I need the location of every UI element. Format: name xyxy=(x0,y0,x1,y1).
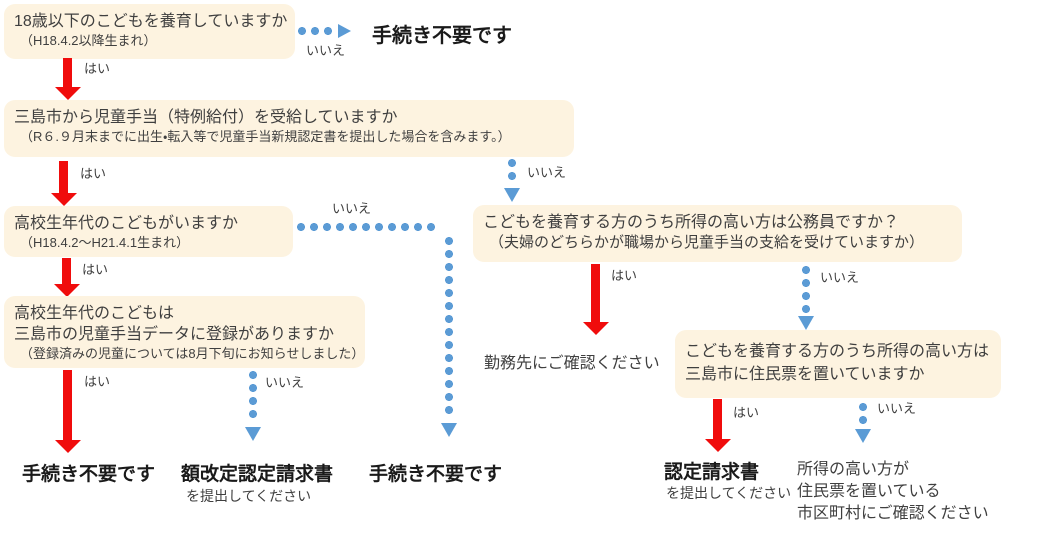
yes-label: はい xyxy=(733,405,760,420)
no-dotted-line xyxy=(802,266,810,318)
no-dotted-line xyxy=(298,27,337,35)
question-title: 三島市の児童手当データに登録がありますか xyxy=(14,326,335,343)
question-note: （登録済みの児童については8月下旬にお知らせしました） xyxy=(20,346,365,361)
yes-arrow-icon xyxy=(54,370,81,453)
question-box-age18: 18歳以下のこどもを養育していますか （H18.4.2以降生まれ） xyxy=(4,4,295,59)
question-box-data-registered: 高校生年代のこどもは 三島市の児童手当データに登録がありますか （登録済みの児童… xyxy=(4,296,365,368)
question-note: （R６.９月末までに出生・転入等で児童手当新規認定書を提出した場合を含みます。） xyxy=(20,129,511,144)
arrow-down-icon xyxy=(245,427,261,441)
question-note: （H18.4.2以降生まれ） xyxy=(20,33,157,48)
question-title: 高校生年代のこどもは xyxy=(14,305,175,322)
result-line: 所得の高い方が xyxy=(797,461,910,478)
yes-arrow-icon xyxy=(53,258,80,297)
yes-arrow-icon xyxy=(704,399,731,452)
result-amount-revision-form: 額改定認定請求書 xyxy=(181,464,334,485)
result-submit-note: を提出してください xyxy=(666,485,792,501)
question-title: 高校生年代のこどもがいますか xyxy=(14,215,239,232)
question-title: 18歳以下のこどもを養育していますか xyxy=(14,13,288,30)
result-no-procedure-left: 手続き不要です xyxy=(22,464,156,485)
no-label: いいえ xyxy=(877,401,917,416)
result-check-other-municipality: 所得の高い方が 住民票を置いている 市区町村にご確認ください xyxy=(797,459,989,525)
no-label: いいえ xyxy=(527,165,567,180)
question-note: （夫婦のどちらかが職場から児童手当の支給を受けていますか） xyxy=(489,234,925,251)
question-title: こどもを養育する方のうち所得の高い方は xyxy=(685,343,990,360)
yes-label: はい xyxy=(611,268,638,283)
yes-label: はい xyxy=(84,374,111,389)
result-certification-form: 認定請求書 xyxy=(664,462,760,483)
question-title: こどもを養育する方のうち所得の高い方は公務員ですか？ xyxy=(483,214,900,231)
result-line: 市区町村にご確認ください xyxy=(797,505,989,522)
no-dotted-line xyxy=(249,371,257,423)
result-line: 住民票を置いている xyxy=(797,483,941,500)
no-dotted-line xyxy=(859,403,867,429)
question-title: 三島市に住民票を置いていますか xyxy=(685,366,925,383)
yes-arrow-icon xyxy=(50,161,77,206)
yes-arrow-icon xyxy=(54,58,81,100)
yes-label: はい xyxy=(82,262,109,277)
no-label: いいえ xyxy=(332,201,372,216)
arrow-down-icon xyxy=(441,423,457,437)
question-note: （H18.4.2～H21.4.1生まれ） xyxy=(20,235,190,250)
no-dotted-line xyxy=(297,223,440,231)
no-label: いいえ xyxy=(820,270,860,285)
arrow-down-icon xyxy=(798,316,814,330)
arrow-down-icon xyxy=(855,429,871,443)
question-title: 三島市から児童手当（特例給付）を受給していますか xyxy=(14,109,398,126)
no-label: いいえ xyxy=(265,375,305,390)
result-submit-note: を提出してください xyxy=(186,488,312,504)
yes-arrow-icon xyxy=(582,264,609,335)
no-label: いいえ xyxy=(306,43,346,58)
question-box-resident-registry: こどもを養育する方のうち所得の高い方は 三島市に住民票を置いていますか xyxy=(675,330,1001,398)
arrow-right-icon xyxy=(338,24,351,38)
no-dotted-line xyxy=(508,159,516,185)
question-box-public-servant: こどもを養育する方のうち所得の高い方は公務員ですか？ （夫婦のどちらかが職場から… xyxy=(473,205,962,262)
question-box-receiving-allowance: 三島市から児童手当（特例給付）を受給していますか （R６.９月末までに出生・転入… xyxy=(4,100,574,157)
no-dotted-line xyxy=(445,237,453,419)
result-check-employer: 勤務先にご確認ください xyxy=(484,355,660,372)
result-no-procedure-top: 手続き不要です xyxy=(372,25,512,47)
yes-label: はい xyxy=(80,166,107,181)
result-no-procedure-center: 手続き不要です xyxy=(369,464,503,485)
arrow-down-icon xyxy=(504,188,520,202)
yes-label: はい xyxy=(84,61,111,76)
question-box-highschool-age: 高校生年代のこどもがいますか （H18.4.2～H21.4.1生まれ） xyxy=(4,206,293,257)
